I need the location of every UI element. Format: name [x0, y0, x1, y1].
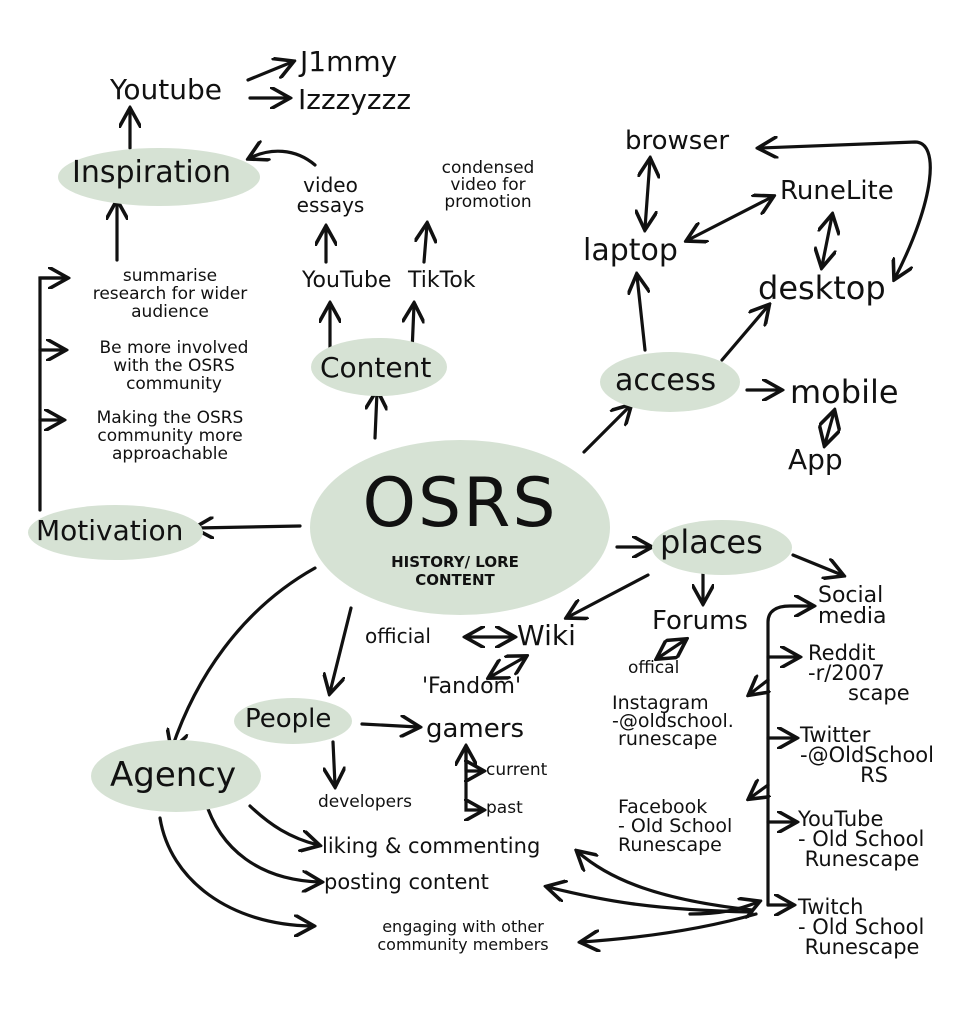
laptop: laptop [583, 233, 678, 268]
content-node-bg [311, 338, 447, 396]
arrow-social-facebook [750, 785, 768, 798]
arrow-access-desktop [720, 306, 768, 362]
twitch: Twitch - Old School Runescape [798, 895, 925, 959]
gamers-past: past [486, 798, 523, 818]
forums: Forums [652, 606, 748, 636]
motivation-bracket [38, 276, 64, 512]
arrow-places-wiki [568, 573, 650, 617]
engaging-community: engaging with other community members [377, 917, 549, 955]
people-node-bg [234, 698, 352, 744]
arrow-osrs-access [582, 406, 630, 454]
runelite: RuneLite [780, 176, 894, 206]
arrow-agency-liking [248, 804, 318, 845]
motivation-item: summarise research for wider audience [92, 266, 248, 322]
arrow-access-laptop [637, 276, 645, 352]
people-node: People [245, 704, 332, 734]
wiki-official: official [365, 624, 431, 648]
arrow-osrs-motivation [196, 526, 302, 528]
arrow-agency-engaging [158, 816, 312, 926]
arrow-people-gamers [360, 724, 418, 727]
wiki-fandom: 'Fandom' [422, 674, 522, 699]
agency-node: Agency [110, 755, 237, 795]
arrow-social-liking [578, 852, 754, 912]
desktop: desktop [758, 269, 886, 307]
video-essays: video essays [296, 173, 365, 217]
liking-commenting: liking & commenting [322, 834, 541, 858]
content-node: Content [320, 351, 432, 384]
access-node: access [615, 363, 717, 398]
arrow-agency-posting [203, 798, 320, 882]
inspiration-node-bg [58, 148, 260, 206]
social-media: Social media [818, 583, 887, 629]
twitter: Twitter -@OldSchool RS [800, 723, 934, 787]
gamers-bracket [466, 746, 482, 810]
social-bracket [766, 606, 812, 907]
arrow-social-instagram [750, 680, 768, 694]
posting-content: posting content [324, 870, 489, 894]
creator-j1mmy: J1mmy [300, 45, 398, 78]
places-node-bg [652, 520, 792, 575]
arrow-social-posting [548, 887, 754, 914]
mobile: mobile [790, 373, 899, 411]
arrow-youtube-j1mmy [246, 62, 292, 82]
motivation-item: Making the OSRS community more approacha… [96, 408, 244, 464]
arrow-places-social [791, 553, 842, 575]
facebook: Facebook - Old School Runescape [618, 796, 733, 856]
gamers-current: current [486, 760, 548, 780]
creator-izzzyzzz: Izzzyzzz [298, 83, 412, 116]
arrow-social-twitch-in [688, 902, 758, 914]
arrow-runelite-desktop [822, 216, 832, 266]
arrow-forums-official [658, 640, 685, 658]
arrow-social-engaging [582, 912, 758, 942]
content-youtube: YouTube [302, 268, 392, 293]
wiki: Wiki [517, 619, 576, 652]
content-tiktok: TikTok [408, 268, 476, 293]
browser: browser [625, 126, 730, 156]
condensed-video-promotion: condensed video for promotion [441, 158, 535, 212]
arrow-osrs-agency [172, 566, 317, 748]
arrow-browser-laptop [645, 160, 650, 228]
arrow-osrs-content [375, 392, 377, 440]
arrow-videoessays-inspiration [250, 151, 317, 167]
inspiration-node: Inspiration [72, 155, 232, 190]
motivation-node: Motivation [36, 514, 184, 547]
motivation-item: Be more involved with the OSRS community [99, 338, 249, 394]
youtube-social: YouTube - Old School Runescape [798, 807, 925, 871]
instagram: Instagram -@oldschool. runescape [612, 692, 734, 751]
arrow-laptop-runelite [688, 197, 772, 240]
app: App [788, 443, 843, 476]
center-node-title: OSRS [362, 464, 558, 543]
arrow-browser-desktop [760, 142, 932, 278]
center-node-subtitle: HISTORY/ LORE CONTENT [391, 553, 519, 589]
youtube-inspiration: Youtube [110, 73, 222, 106]
reddit: Reddit -r/2007 scape [808, 641, 910, 705]
arrow-wiki-fandom [490, 657, 525, 677]
arrow-osrs-people [330, 606, 353, 692]
osrs-center-bg [310, 440, 610, 615]
arrow-people-developers [333, 740, 335, 785]
arrow-mobile-app [825, 412, 834, 444]
motivation-node-bg [28, 505, 203, 560]
gamers: gamers [426, 714, 524, 744]
forums-official: offical [628, 658, 680, 678]
access-node-bg [600, 352, 740, 412]
places-node: places [660, 523, 763, 561]
arrow-tiktok-condensed [424, 225, 427, 264]
agency-node-bg [91, 740, 261, 812]
developers: developers [318, 792, 412, 812]
